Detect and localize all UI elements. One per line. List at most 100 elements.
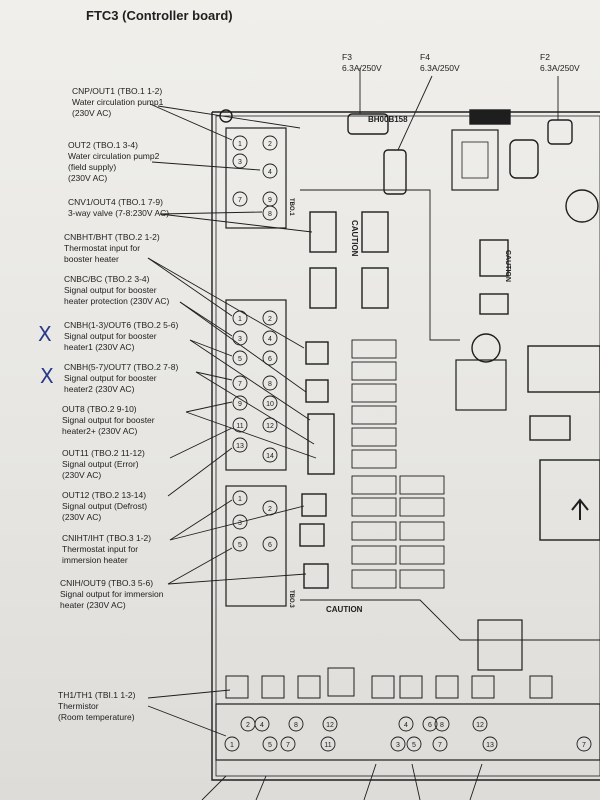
fuse-f2 xyxy=(547,119,573,145)
callout-cnbc-bc: CNBC/BC (TBO.2 3-4) Signal output for bo… xyxy=(64,274,169,307)
callout-line: CNBC/BC (TBO.2 3-4) xyxy=(64,274,150,284)
terminal-block-tbi xyxy=(215,703,600,761)
terminal-number: 1 xyxy=(230,742,234,749)
leader-line xyxy=(189,339,311,421)
terminal-number: 9 xyxy=(268,197,272,204)
callout-line: heater2+ (230V AC) xyxy=(62,426,138,436)
callout-line: CNBHT/BHT (TBO.2 1-2) xyxy=(64,232,160,242)
fuse-f4-rating: 6.3A/250V xyxy=(420,63,460,73)
callout-line: Signal output for booster xyxy=(64,331,157,341)
callout-cniht-iht: CNIHT/IHT (TBO.3 1-2) Thermostat input f… xyxy=(62,533,151,566)
component-block xyxy=(539,459,600,541)
terminal-number: 4 xyxy=(268,336,272,343)
terminal-number: 7 xyxy=(238,197,242,204)
callout-cnv1-out4: CNV1/OUT4 (TBO.1 7-9) 3-way valve (7-8:2… xyxy=(68,197,169,219)
terminal-number: 12 xyxy=(266,423,274,430)
callout-line: heater protection (230V AC) xyxy=(64,296,170,306)
terminal-block-tbo1 xyxy=(225,127,287,229)
capacitor xyxy=(471,333,501,363)
leader-line xyxy=(147,257,233,317)
leader-line xyxy=(185,411,317,459)
terminal-number: 3 xyxy=(238,159,242,166)
terminal-number: 8 xyxy=(268,381,272,388)
callout-out11: OUT11 (TBO.2 11-12) Signal output (Error… xyxy=(62,448,145,481)
terminal-number: 6 xyxy=(268,356,272,363)
terminal-number: 5 xyxy=(238,542,242,549)
callout-line: heater1 (230V AC) xyxy=(64,342,135,352)
terminal-number: 2 xyxy=(268,506,272,513)
fuse-f3-name: F3 xyxy=(342,52,352,62)
terminal-number: 1 xyxy=(238,141,242,148)
callout-line: Thermistor xyxy=(58,701,99,711)
terminal-number: 2 xyxy=(268,141,272,148)
terminal-number: 2 xyxy=(246,722,250,729)
terminal-block-label: TBO.3 xyxy=(288,590,294,608)
leader-line xyxy=(167,547,233,585)
callout-cnbh13-out6: CNBH(1-3)/OUT6 (TBO.2 5-6) Signal output… xyxy=(64,320,178,353)
component-block xyxy=(479,293,509,315)
component-block xyxy=(527,345,600,393)
leader-line xyxy=(147,689,231,699)
callout-line: (Room temperature) xyxy=(58,712,135,722)
caution-label: CAUTION xyxy=(326,605,363,614)
callout-line: Water circulation pump2 xyxy=(68,151,160,161)
terminal-number: 13 xyxy=(486,742,494,749)
leader-line xyxy=(167,447,233,497)
callout-th1: TH1/TH1 (TBI.1 1-2) Thermistor (Room tem… xyxy=(58,690,135,723)
board-inner-outline xyxy=(215,115,600,777)
callout-line: (230V AC) xyxy=(72,108,112,118)
board-part-number: BH00B158 xyxy=(368,115,408,124)
callout-line: immersion heater xyxy=(62,555,128,565)
leader-line xyxy=(179,301,307,393)
arrow-symbol xyxy=(571,498,589,520)
relay-component xyxy=(305,379,329,403)
terminal-number: 7 xyxy=(582,742,586,749)
caution-label: CAUTION xyxy=(504,250,511,282)
callout-line: CNV1/OUT4 (TBO.1 7-9) xyxy=(68,197,163,207)
terminal-number: 14 xyxy=(266,453,274,460)
page-title: FTC3 (Controller board) xyxy=(86,8,233,23)
caution-label: CAUTION xyxy=(350,220,359,257)
callout-line: heater2 (230V AC) xyxy=(64,384,135,394)
callout-line: CNBH(1-3)/OUT6 (TBO.2 5-6) xyxy=(64,320,179,330)
leader-line xyxy=(201,775,227,800)
bottom-terminal-screws xyxy=(224,716,592,752)
callout-line: Signal output (Error) xyxy=(62,459,139,469)
callout-line: Thermostat input for xyxy=(64,243,141,253)
terminal-number: 8 xyxy=(294,722,298,729)
callout-line: Signal output for booster xyxy=(62,415,155,425)
fuse-f3-rating: 6.3A/250V xyxy=(342,63,382,73)
leader-line xyxy=(185,401,233,413)
terminal-number: 4 xyxy=(260,722,264,729)
leader-line xyxy=(159,211,263,215)
handwritten-x-mark: X xyxy=(40,364,54,388)
leader-line xyxy=(397,75,433,151)
terminal-number: 11 xyxy=(236,423,243,430)
leader-line xyxy=(167,573,307,585)
callout-line: booster heater xyxy=(64,254,119,264)
fuse-f4-name: F4 xyxy=(420,52,430,62)
relay-component xyxy=(303,563,329,589)
callout-line: CNBH(5-7)/OUT7 (TBO.2 7-8) xyxy=(64,362,179,372)
terminal-number: 13 xyxy=(236,443,244,450)
terminal-number: 12 xyxy=(476,722,484,729)
terminal-number: 8 xyxy=(268,211,272,218)
terminal-number: 3 xyxy=(396,742,400,749)
terminal-number: 7 xyxy=(438,742,442,749)
callout-out8: OUT8 (TBO.2 9-10) Signal output for boos… xyxy=(62,404,155,437)
terminal-number: 1 xyxy=(238,496,242,503)
transformer xyxy=(455,359,507,411)
terminal-number: 5 xyxy=(268,742,272,749)
leader-line xyxy=(169,427,233,459)
leader-line xyxy=(195,371,233,381)
terminal-number: 12 xyxy=(326,722,334,729)
callout-line: (field supply) xyxy=(68,162,117,172)
component-block xyxy=(479,239,509,277)
leader-line xyxy=(469,763,483,800)
terminal-number: 2 xyxy=(268,316,272,323)
relay-component xyxy=(361,267,389,309)
leader-line xyxy=(157,105,301,129)
callout-line: Signal output for booster xyxy=(64,373,157,383)
callout-cnbh57-out7: CNBH(5-7)/OUT7 (TBO.2 7-8) Signal output… xyxy=(64,362,178,395)
leader-line xyxy=(149,103,233,141)
